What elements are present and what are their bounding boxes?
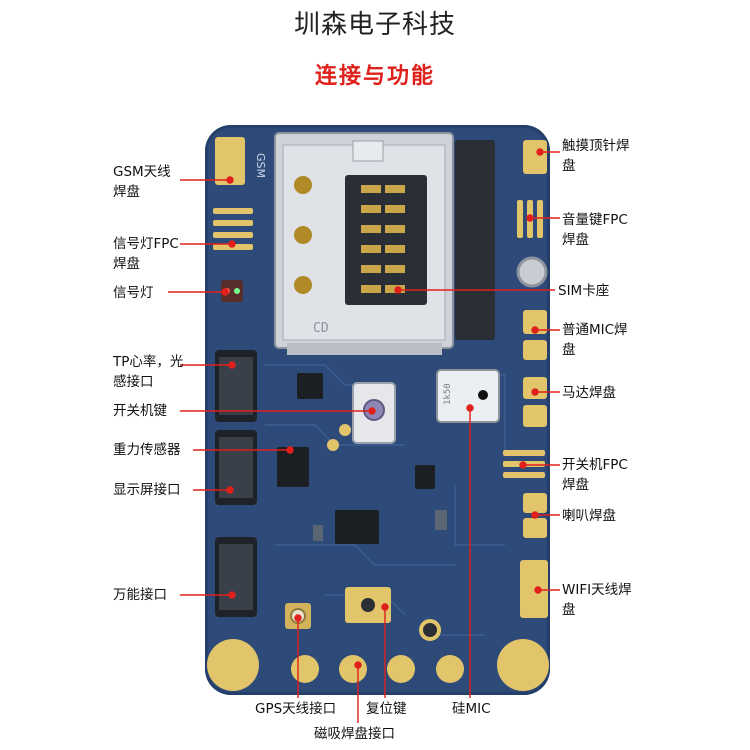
pcb-artwork: GSM: [207, 132, 549, 691]
motor-pads: [523, 377, 547, 427]
label-mic-pad: 普通MIC焊盘: [562, 322, 628, 358]
label-magnetic-pad: 磁吸焊盘接口: [314, 726, 395, 742]
gravity-chip: [277, 447, 309, 487]
label-si-mic: 硅MIC: [452, 701, 491, 717]
label-sim-holder: SIM卡座: [558, 283, 610, 299]
label-touch-pad: 触摸顶针焊盘: [562, 138, 630, 174]
speaker-pads: [523, 493, 547, 538]
gsm-pad: [215, 137, 245, 185]
label-signal-led: 信号灯: [113, 285, 154, 301]
label-gsm-pad: GSM天线焊盘: [113, 164, 171, 200]
signal-led: [221, 280, 243, 302]
pcb-board: GSM: [205, 125, 550, 695]
label-motor-pad: 马达焊盘: [562, 385, 616, 401]
label-power-key: 开关机键: [113, 403, 167, 419]
gsm-silkscreen: GSM: [254, 153, 267, 178]
volume-fpc-pads: [517, 200, 543, 238]
magnetic-pads: [207, 639, 549, 691]
label-speaker-pad: 喇叭焊盘: [562, 508, 616, 524]
label-tp-interface: TP心率，光感接口: [113, 354, 184, 390]
sim-holder: CD: [274, 132, 454, 355]
label-reset-key: 复位键: [366, 701, 407, 717]
mount-hole: [516, 256, 548, 288]
sim-silkscreen: CD: [313, 321, 329, 336]
si-mic-module: [436, 369, 500, 423]
mic-silkscreen: 1k50: [443, 383, 453, 405]
label-gps-interface: GPS天线接口: [255, 701, 337, 717]
brand-title: 圳森电子科技: [293, 10, 456, 40]
section-title: 连接与功能: [314, 64, 435, 89]
label-display-interface: 显示屏接口: [113, 482, 181, 498]
label-wifi-pad: WIFI天线焊盘: [562, 582, 632, 618]
mic-pads: [523, 310, 547, 360]
label-gravity-sensor: 重力传感器: [113, 442, 181, 458]
wifi-pad: [520, 560, 548, 618]
label-universal-interface: 万能接口: [113, 587, 167, 603]
